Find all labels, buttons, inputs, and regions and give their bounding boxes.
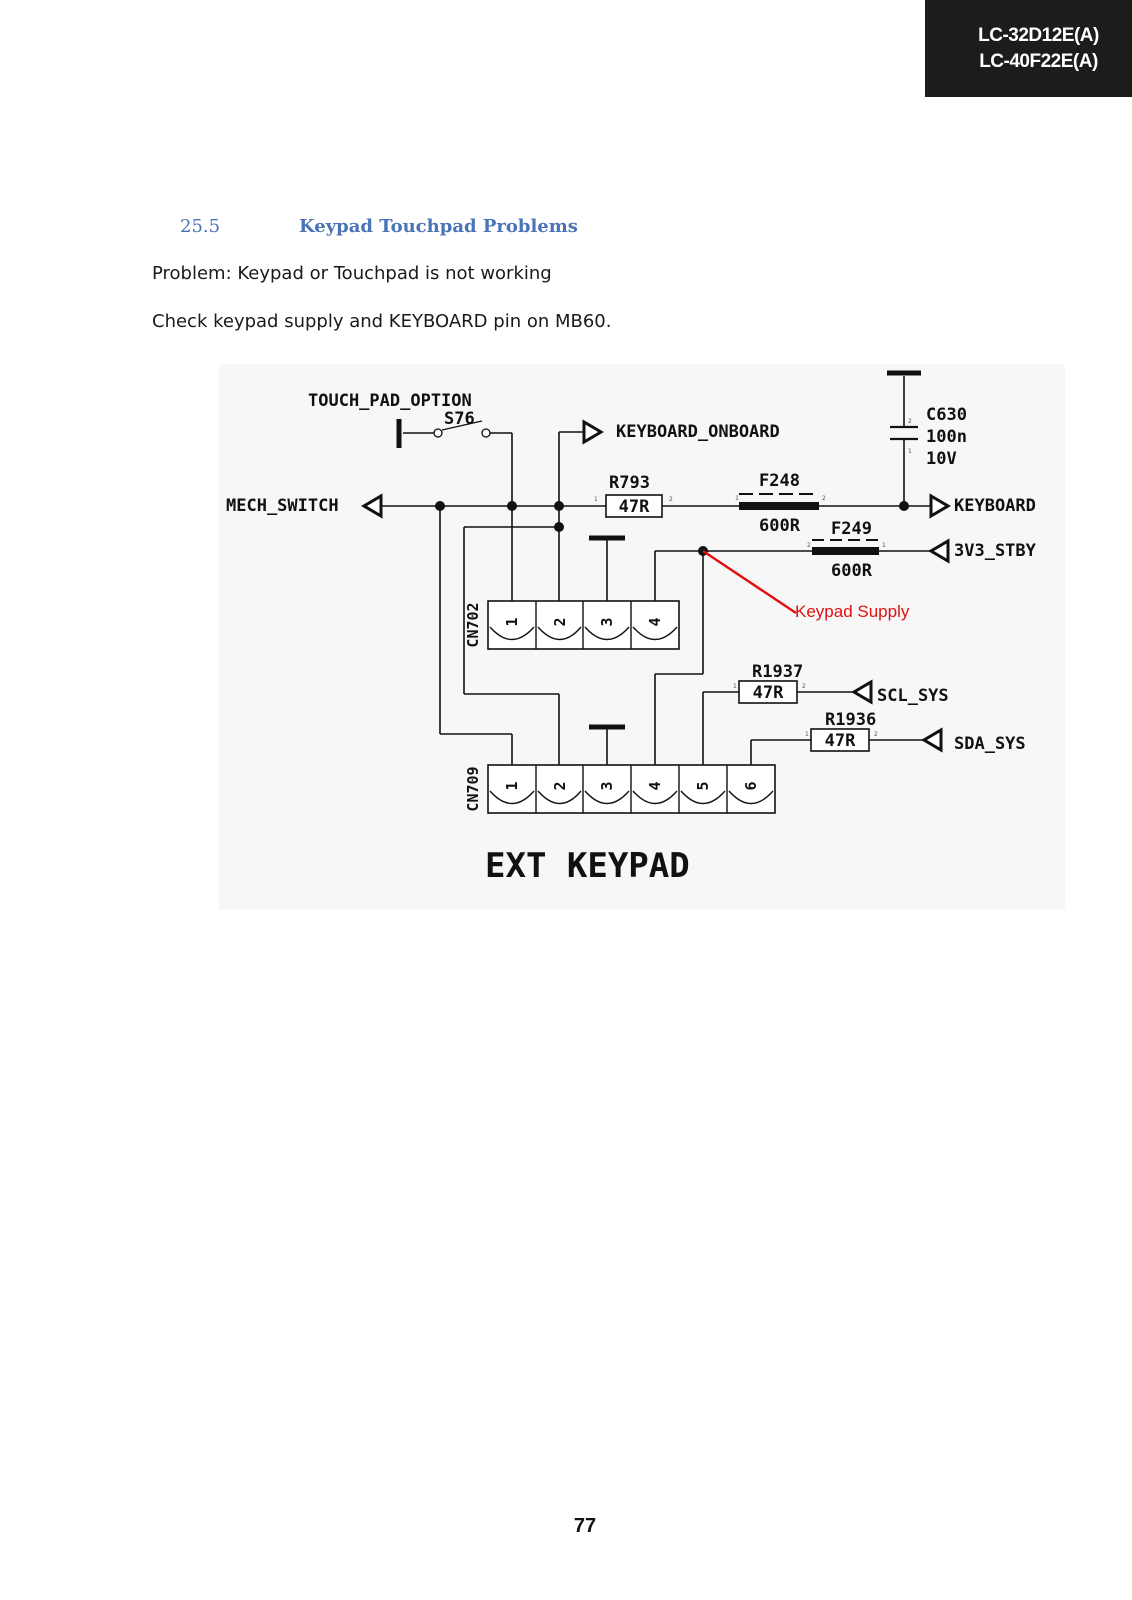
svg-text:2: 2: [807, 542, 811, 549]
svg-text:2: 2: [874, 731, 878, 738]
problem-text: Problem: Keypad or Touchpad is not worki…: [152, 263, 552, 284]
port-3v3-stby: [928, 538, 950, 564]
connector-cn709: [487, 764, 776, 814]
keypad-supply-pointer: [702, 550, 797, 614]
c630-ref: C630: [926, 405, 967, 425]
r793-ref: R793: [609, 473, 650, 493]
switch-ref-label: S76: [444, 409, 475, 429]
cn702-pin-4: 4: [646, 617, 664, 626]
r793-value: 47R: [619, 497, 650, 517]
switch-contact: [481, 428, 491, 438]
page-number: 77: [573, 1515, 597, 1537]
switch-lever: [441, 420, 483, 431]
keypad-supply-annotation: Keypad Supply: [795, 602, 910, 621]
port-sda-sys: [921, 727, 943, 753]
cn709-pin-5: 5: [694, 781, 712, 790]
svg-text:1: 1: [908, 448, 912, 455]
port-scl-sys: [851, 679, 873, 705]
svg-text:1: 1: [882, 542, 886, 549]
port-mech-switch: [361, 493, 383, 519]
f249-ref: F249: [831, 519, 872, 539]
svg-text:2: 2: [822, 495, 826, 502]
c630-value: 100n: [926, 427, 967, 447]
cn702-pin-1: 1: [503, 617, 521, 626]
net-3v3-stby: 3V3_STBY: [954, 541, 1037, 561]
cn709-pin-2: 2: [551, 781, 569, 790]
pin-markers: 1 2 1 2 2 1 2 1 1 2 1 2: [594, 418, 912, 738]
model-number-1: LC-32D12E(A): [978, 24, 1099, 46]
net-sda-sys: SDA_SYS: [954, 734, 1026, 754]
svg-text:1: 1: [733, 683, 737, 690]
model-number-box: LC-32D12E(A) LC-40F22E(A): [925, 0, 1132, 97]
touch-pad-option-label: TOUCH_PAD_OPTION: [308, 391, 472, 411]
r1937-value: 47R: [753, 683, 784, 703]
cn702-pin-3: 3: [598, 617, 616, 626]
r1937-ref: R1937: [752, 662, 803, 682]
cn702-pin-2: 2: [551, 617, 569, 626]
port-keyboard: [929, 493, 951, 519]
svg-text:1: 1: [735, 495, 739, 502]
cn709-ref: CN709: [464, 766, 482, 811]
net-keyboard: KEYBOARD: [954, 496, 1036, 516]
f249-value: 600R: [831, 561, 873, 581]
ferrite-f248: [739, 493, 819, 510]
net-mech-switch: MECH_SWITCH: [226, 496, 339, 516]
check-text: Check keypad supply and KEYBOARD pin on …: [152, 311, 612, 332]
cn709-pin-6: 6: [742, 781, 760, 790]
f248-value: 600R: [759, 516, 801, 536]
cn709-pin-1: 1: [503, 781, 521, 790]
switch-contact: [433, 428, 443, 438]
r1936-value: 47R: [825, 731, 856, 751]
resistor-r1937: [738, 680, 798, 704]
junction-dots: [435, 501, 909, 556]
c630-voltage: 10V: [926, 449, 957, 469]
cn709-pin-3: 3: [598, 781, 616, 790]
connector-cn702: [487, 600, 680, 650]
section-title: Keypad Touchpad Problems: [299, 216, 578, 237]
port-keyboard-onboard: [582, 419, 604, 445]
ferrite-f249: [812, 539, 879, 555]
resistor-r793: [605, 494, 663, 518]
svg-text:1: 1: [594, 496, 598, 503]
r1936-ref: R1936: [825, 710, 876, 730]
section-number: 25.5: [180, 216, 221, 237]
svg-text:2: 2: [908, 418, 912, 425]
svg-text:2: 2: [669, 496, 673, 503]
ext-keypad-schematic: 1 2 3 4 1 2 3 4 5 6 CN702 CN709 TOUCH_PA…: [219, 364, 1065, 910]
svg-text:2: 2: [802, 683, 806, 690]
cn709-pin-4: 4: [646, 781, 664, 790]
net-scl-sys: SCL_SYS: [877, 686, 949, 706]
f248-ref: F248: [759, 471, 800, 491]
schematic-title: EXT KEYPAD: [485, 846, 690, 886]
net-keyboard-onboard: KEYBOARD_ONBOARD: [616, 422, 780, 442]
resistor-r1936: [810, 728, 870, 752]
cn702-ref: CN702: [464, 602, 482, 647]
wires: [381, 376, 931, 765]
svg-text:1: 1: [805, 731, 809, 738]
model-number-2: LC-40F22E(A): [979, 50, 1098, 72]
